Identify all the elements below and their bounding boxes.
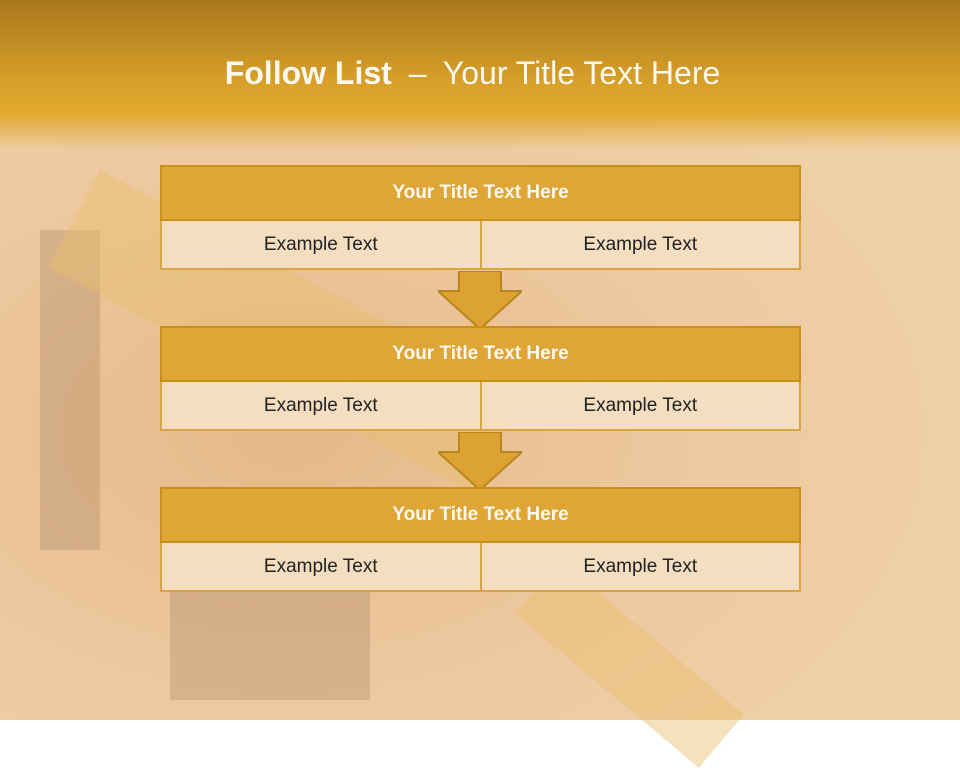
down-arrow-icon xyxy=(438,271,522,329)
group-title: Your Title Text Here xyxy=(160,487,801,543)
list-group: Your Title Text Here Example Text Exampl… xyxy=(160,165,801,270)
list-group: Your Title Text Here Example Text Exampl… xyxy=(160,326,801,431)
page-title: Follow List – Your Title Text Here xyxy=(0,55,945,92)
example-cell: Example Text xyxy=(160,382,482,431)
header-band xyxy=(0,0,960,150)
title-bold: Follow List xyxy=(224,55,392,91)
example-cell: Example Text xyxy=(481,382,801,431)
title-separator: – xyxy=(408,55,427,91)
group-title: Your Title Text Here xyxy=(160,165,801,221)
down-arrow-icon xyxy=(438,432,522,490)
group-row: Example Text Example Text xyxy=(160,543,801,592)
example-cell: Example Text xyxy=(160,221,482,270)
group-row: Example Text Example Text xyxy=(160,221,801,270)
example-cell: Example Text xyxy=(481,543,801,592)
title-rest: Your Title Text Here xyxy=(442,55,721,91)
example-cell: Example Text xyxy=(481,221,801,270)
group-title: Your Title Text Here xyxy=(160,326,801,382)
bench-shadow xyxy=(40,230,100,550)
group-row: Example Text Example Text xyxy=(160,382,801,431)
list-group: Your Title Text Here Example Text Exampl… xyxy=(160,487,801,592)
example-cell: Example Text xyxy=(160,543,482,592)
